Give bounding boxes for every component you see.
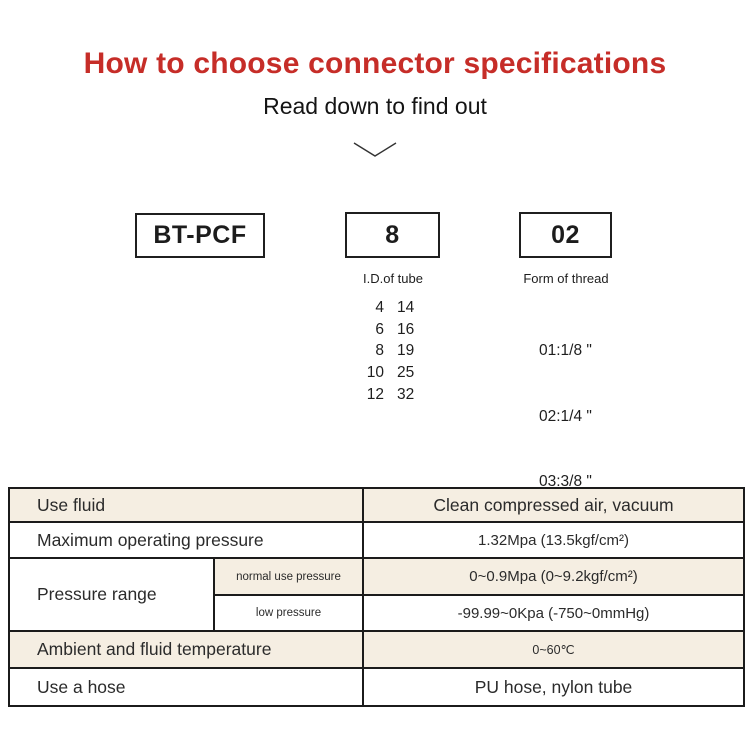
chevron-down-icon xyxy=(353,142,397,157)
tube-size-row: 10 25 xyxy=(356,362,415,384)
spec-row-normal-pressure: Pressure range normal use pressure 0~0.9… xyxy=(8,557,745,632)
spec-label: Ambient and fluid temperature xyxy=(8,630,364,669)
tube-id: 8 xyxy=(375,342,384,360)
spec-label: Use fluid xyxy=(8,487,364,523)
tube-id: 32 xyxy=(397,385,415,403)
spec-value: Clean compressed air, vacuum xyxy=(362,487,745,523)
spec-value: PU hose, nylon tube xyxy=(362,667,745,707)
spec-row-low-pressure: low pressure -99.99~0Kpa (-750~0mmHg) xyxy=(9,594,745,632)
tube-size-row: 4 14 xyxy=(356,297,414,319)
spec-label: Maximum operating pressure xyxy=(8,521,364,559)
model-code-box: BT-PCF xyxy=(135,213,265,258)
thread-form-item: 02:1/4 " xyxy=(539,407,592,425)
tube-id: 16 xyxy=(397,320,415,338)
spec-value: 0~0.9Mpa (0~9.2kgf/cm²) xyxy=(362,557,745,596)
tube-id: 19 xyxy=(397,342,415,360)
spec-row-temperature: Ambient and fluid temperature 0~60℃ xyxy=(8,630,745,669)
spec-sub-label: low pressure xyxy=(213,594,364,632)
tube-size-list: 4 14 6 16 8 19 10 25 12 32 xyxy=(356,297,415,406)
spec-row-hose: Use a hose PU hose, nylon tube xyxy=(8,667,745,707)
tube-size-row: 8 19 xyxy=(356,340,414,362)
tube-id: 25 xyxy=(397,364,415,382)
spec-row-use-fluid: Use fluid Clean compressed air, vacuum xyxy=(8,487,745,523)
spec-value: -99.99~0Kpa (-750~0mmHg) xyxy=(362,594,745,632)
spec-label: Use a hose xyxy=(8,667,364,707)
tube-id: 6 xyxy=(375,320,384,338)
thread-form-item: 03:3/8 " xyxy=(539,472,592,490)
tube-id: 14 xyxy=(397,299,415,316)
spec-row-max-pressure: Maximum operating pressure 1.32Mpa (13.5… xyxy=(8,521,745,559)
thread-form-item: 01:1/8 " xyxy=(539,342,592,360)
tube-size-caption: I.D.of tube xyxy=(363,271,423,286)
tube-id: 4 xyxy=(375,299,384,316)
page-subtitle: Read down to find out xyxy=(263,93,487,119)
spec-value: 0~60℃ xyxy=(362,630,745,669)
thread-code-box: 02 xyxy=(519,212,612,258)
spec-label: Pressure range xyxy=(8,557,215,632)
spec-sub-label: normal use pressure xyxy=(213,557,364,596)
tube-id: 10 xyxy=(366,364,384,382)
page-title: How to choose connector specifications xyxy=(83,47,667,80)
tube-size-code-box: 8 xyxy=(345,212,440,258)
tube-id: 12 xyxy=(366,385,384,403)
thread-form-caption: Form of thread xyxy=(523,271,609,286)
spec-value: 1.32Mpa (13.5kgf/cm²) xyxy=(362,521,745,559)
tube-size-row: 12 32 xyxy=(356,384,415,406)
tube-size-row: 6 16 xyxy=(356,319,414,341)
spec-table: Use fluid Clean compressed air, vacuum M… xyxy=(8,487,745,707)
